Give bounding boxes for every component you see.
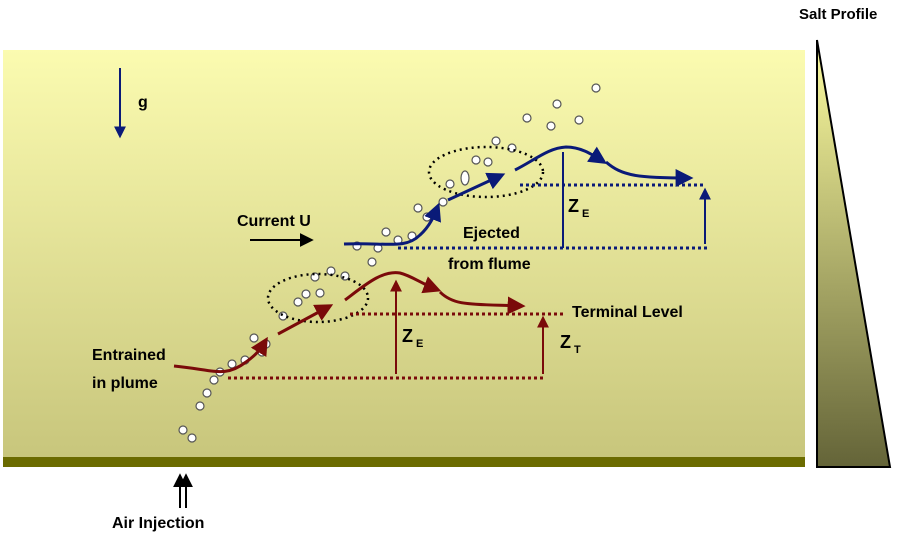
bubbles — [178, 83, 601, 443]
ze-upper-sub: E — [582, 208, 589, 220]
bubble — [315, 288, 325, 298]
bubble — [413, 203, 423, 213]
ejected-label-line2: from flume — [448, 256, 531, 273]
bubble — [209, 375, 219, 385]
bubble — [471, 155, 481, 165]
gravity-label: g — [138, 94, 148, 111]
bubble — [591, 83, 601, 93]
bubble — [367, 257, 377, 267]
zt-z: Z — [560, 332, 571, 352]
blue-plume-path — [343, 145, 694, 246]
salt-profile-triangle — [816, 39, 892, 468]
lower-entrainment-ellipse — [266, 272, 370, 324]
entrained-label-line1: Entrained — [92, 347, 166, 364]
salt-profile-label: Salt Profile — [799, 6, 877, 23]
bubble — [195, 401, 205, 411]
bubble — [227, 359, 237, 369]
bubble — [293, 297, 303, 307]
bubble — [552, 99, 562, 109]
bubble — [178, 425, 188, 435]
bubble — [522, 113, 532, 123]
bubble — [187, 433, 197, 443]
ze-upper-z: Z — [568, 196, 579, 216]
zt-sub: T — [574, 344, 581, 356]
bubble — [310, 272, 320, 282]
blue-path-segment — [447, 172, 506, 202]
bubble — [445, 179, 455, 189]
bubble — [340, 271, 350, 281]
terminal-level-label: Terminal Level — [572, 304, 683, 321]
ejected-label-line1: Ejected — [463, 225, 520, 242]
red-path-segment — [277, 304, 334, 336]
blue-path-crest — [514, 145, 608, 172]
bubble — [574, 115, 584, 125]
bubble — [422, 212, 432, 222]
current-label: Current U — [237, 213, 311, 230]
ze-lower-z: Z — [402, 326, 413, 346]
blue-path-entry — [343, 202, 442, 246]
bubble — [301, 289, 311, 299]
red-path-crest — [344, 271, 442, 302]
bubble — [460, 170, 470, 186]
bubble — [438, 197, 448, 207]
upper-entrainment-ellipse — [427, 145, 545, 199]
blue-path-tail — [605, 160, 694, 187]
ze-lower-sub: E — [416, 338, 423, 350]
bubble — [546, 121, 556, 131]
entrained-label-line2: in plume — [92, 375, 158, 392]
red-plume-path — [173, 271, 526, 374]
water-tank — [3, 50, 805, 457]
bubble — [278, 311, 288, 321]
air-injection-label: Air Injection — [112, 515, 204, 532]
bubble — [483, 157, 493, 167]
tank-floor — [3, 457, 805, 467]
bubble — [381, 227, 391, 237]
bubble — [249, 333, 259, 343]
bubble — [202, 388, 212, 398]
red-path-entry — [173, 336, 268, 374]
red-path-tail — [438, 290, 526, 315]
bubble — [491, 136, 501, 146]
